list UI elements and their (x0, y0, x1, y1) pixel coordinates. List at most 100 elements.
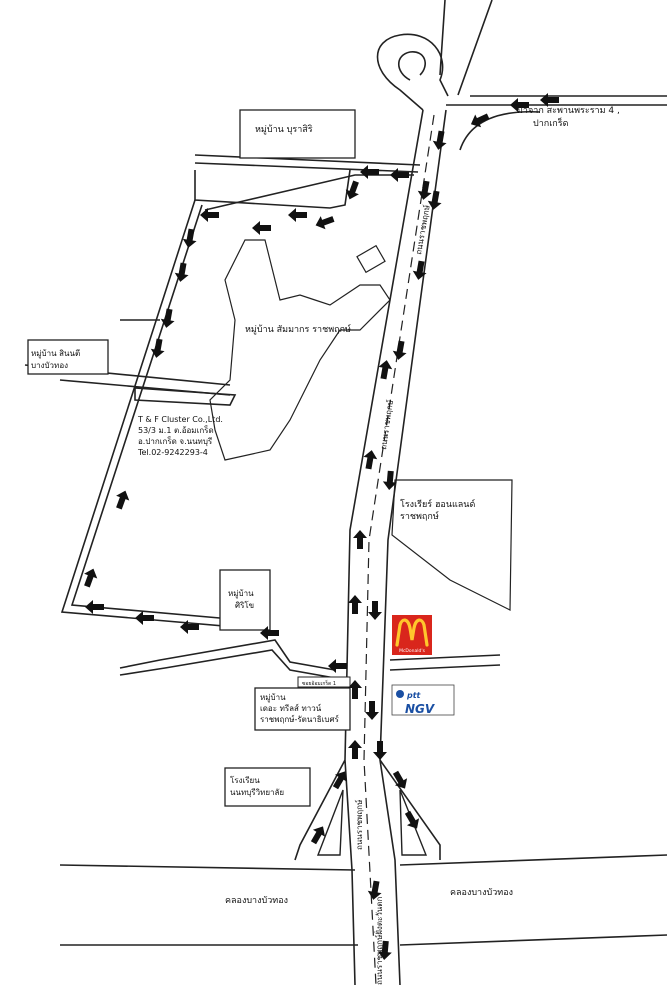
arrow (310, 826, 326, 845)
arrow (432, 130, 447, 150)
arrow (288, 208, 307, 222)
label-village-city-2: เดอะ ทรีลส์ ทาวน์ (260, 703, 322, 713)
mcdonalds-logo: McDonald's (392, 615, 432, 655)
arrow (116, 490, 130, 510)
road-network (24, 0, 667, 986)
arrow (392, 770, 408, 789)
parcel-main-village (209, 239, 391, 461)
label-school-1: โรงเรียน (230, 775, 260, 785)
arrow (510, 98, 529, 112)
arrow (377, 940, 392, 960)
interchange-loop-outer (376, 33, 449, 111)
arrow (328, 659, 347, 673)
label-company-2: 53/3 ม.1 ต.อ้อมเกร็ด (138, 425, 214, 435)
arrow (404, 810, 420, 829)
soi-top-1 (194, 154, 421, 166)
arrow (200, 208, 219, 222)
arrow (417, 180, 432, 200)
soi-lower-1 (119, 639, 336, 671)
interchange-top-road (439, 0, 493, 96)
label-village-siri-1: หมู่บ้าน (228, 589, 254, 599)
soi-loop-connector (194, 169, 351, 209)
arrow (174, 262, 189, 282)
soi-top-2 (194, 162, 419, 173)
arrow (348, 595, 362, 614)
arrow (180, 620, 199, 634)
map-labels: หมู่บ้าน บุราสิริ มาจาก สะพานพระราม 4 , … (31, 106, 620, 985)
label-boxes (27, 109, 356, 807)
parcel-hotel (391, 479, 513, 611)
ptt-ngv-logo: ptt NGV (391, 684, 455, 716)
arrow (260, 626, 279, 640)
label-road-low: ถนนราชพฤกษ์ (354, 800, 364, 850)
soi-loop-left-inner (70, 204, 266, 623)
box-school (224, 767, 311, 807)
arrow (315, 216, 335, 230)
label-road-bottom: ถนนราชพฤกษ์ฝั่งตะวันตก (373, 897, 384, 985)
arrow (353, 530, 367, 549)
direction-arrows (84, 93, 559, 960)
ramp-curve (459, 110, 541, 151)
label-hotel-1: โรงเรียร์ ฮอนแลนด์ (400, 498, 475, 510)
arrow (392, 340, 407, 360)
left-branch-island (316, 789, 344, 856)
arrow (252, 221, 271, 235)
main-road-centerline (363, 114, 435, 986)
arrow (150, 338, 165, 358)
ptt-drop-icon (396, 690, 404, 698)
arrow (84, 568, 98, 588)
arrow (378, 360, 393, 380)
ptt-text: ptt (406, 691, 422, 700)
ngv-text: NGV (405, 702, 436, 716)
label-company-1: T & F Cluster Co.,Ltd. (137, 415, 223, 424)
arrow (367, 880, 382, 900)
right-road-2 (389, 664, 501, 671)
box-village-city (254, 687, 351, 731)
label-soi-sign: ซอยอ้อมเกร็ด 1 (302, 679, 336, 687)
box-village-left (27, 339, 109, 375)
label-village-city-1: หมู่บ้าน (260, 693, 286, 703)
arrow (85, 600, 104, 614)
arrow (390, 168, 409, 182)
label-company-3: อ.ปากเกร็ด จ.นนทบุรี (138, 436, 213, 446)
parcel-small-box (356, 244, 386, 274)
arrow (427, 190, 442, 210)
main-road-right-edge (379, 109, 447, 986)
soi-loop-left (60, 199, 271, 631)
factory-block (134, 387, 237, 406)
label-school-2: นนทบุรีวิทยาลัย (230, 788, 284, 797)
arrow (160, 308, 175, 328)
arrow (382, 470, 397, 490)
arrow (135, 611, 154, 625)
label-village-left-2: บางบัวทอง (31, 361, 68, 370)
label-village-siri-2: ศิริโข (235, 600, 254, 610)
arrow (368, 601, 382, 620)
arrow (470, 113, 490, 128)
mcdonalds-text: McDonald's (399, 648, 426, 654)
canal-bottom (60, 934, 667, 946)
arrow (348, 740, 362, 759)
arrow (345, 180, 359, 200)
arrow (363, 450, 378, 470)
soi-diag (204, 174, 414, 211)
label-hotel-2: ราชพฤกษ์ (400, 510, 439, 522)
label-company-4: Tel.02-9242293-4 (137, 448, 208, 457)
label-village-city-3: ราชพฤกษ์-รัตนาธิเบศร์ (260, 714, 340, 724)
arrow (360, 165, 379, 179)
canal-top (59, 854, 667, 871)
interchange-loop-inner (397, 51, 426, 81)
box-village-siri (219, 569, 271, 631)
label-village-main: หมู่บ้าน สัมมากร ราชพฤกษ์ (245, 323, 351, 335)
soi-lower-2 (119, 649, 336, 679)
arrow (373, 741, 387, 760)
label-village-top: หมู่บ้าน บุราสิริ (255, 124, 313, 135)
arrow (348, 680, 362, 699)
label-canal-right: คลองบางบัวทอง (450, 888, 513, 898)
arrow (540, 93, 559, 107)
arrow (182, 228, 197, 248)
box-soi-sign (297, 676, 351, 688)
label-canal-left: คลองบางบัวทอง (225, 896, 288, 906)
label-road-mid: ถนนราชพฤกษ์ (378, 399, 395, 450)
right-road-mc (389, 654, 501, 661)
